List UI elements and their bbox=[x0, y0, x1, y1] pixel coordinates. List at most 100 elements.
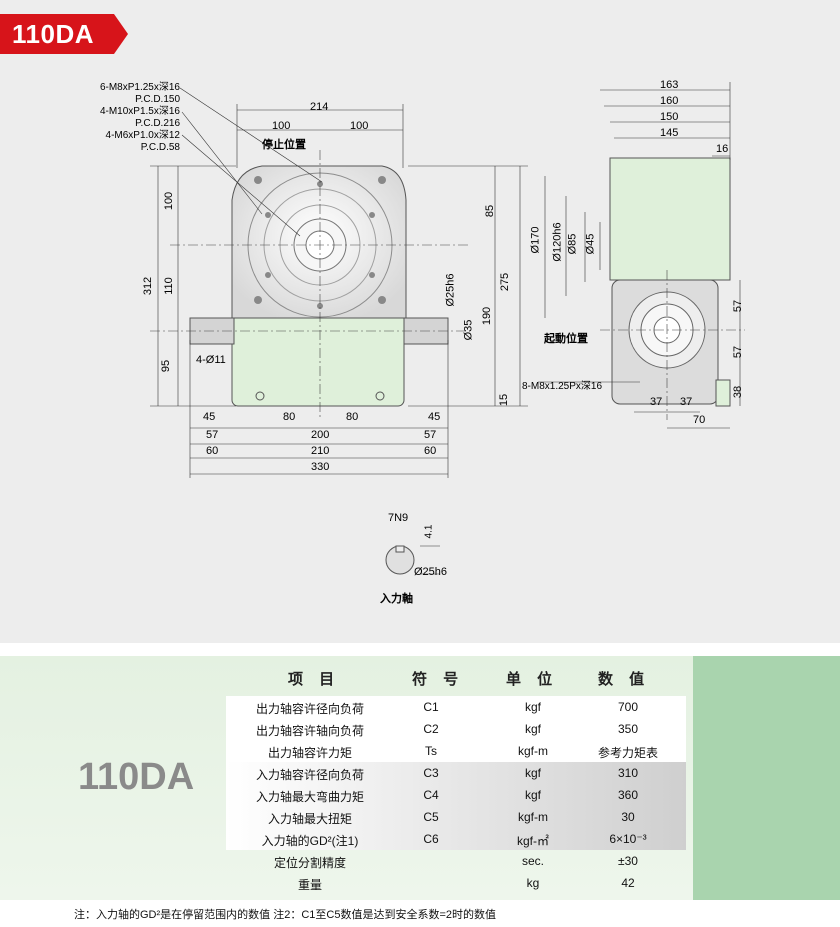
dim-v275: 275 bbox=[499, 272, 512, 292]
cell-unit: sec. bbox=[521, 854, 544, 868]
dim-d45: Ø45 bbox=[584, 233, 597, 255]
cell-symbol: C4 bbox=[423, 788, 439, 802]
cell-item: 定位分割精度 bbox=[273, 856, 346, 870]
callout-item: 6-M8xP1.25x深16 bbox=[99, 82, 180, 93]
table-row: 出力轴容许轴向负荷 C2 kgf 350 bbox=[226, 718, 686, 740]
callout-item: 4-M6xP1.0x深12 bbox=[105, 130, 180, 141]
cell-unit: kgf bbox=[524, 788, 541, 802]
callout-item: P.C.D.58 bbox=[140, 142, 180, 153]
dim-h45-left: 45 bbox=[203, 411, 216, 423]
cell-value: 30 bbox=[621, 810, 635, 824]
callout-list: 6-M8xP1.25x深16 P.C.D.150 4-M10xP1.5x深16 … bbox=[80, 82, 180, 154]
table-row: 出力轴容许径向负荷 C1 kgf 700 bbox=[226, 696, 686, 718]
cell-value: ±30 bbox=[618, 854, 638, 868]
table-row: 入力轴最大扭矩 C5 kgf-m 30 bbox=[226, 806, 686, 828]
dim-h37-right: 37 bbox=[680, 396, 693, 408]
dim-h70: 70 bbox=[693, 414, 706, 426]
hole-label: 4-Ø11 bbox=[196, 354, 226, 366]
dim-h60-left: 60 bbox=[206, 445, 219, 457]
dim-v312: 312 bbox=[142, 276, 155, 296]
cell-value: 42 bbox=[621, 876, 635, 890]
header-unit: 单 位 bbox=[506, 671, 559, 688]
dim-v95: 95 bbox=[160, 359, 173, 373]
callout-item: P.C.D.216 bbox=[135, 118, 180, 129]
dim-100-left: 100 bbox=[272, 120, 291, 132]
table-row: 入力轴最大弯曲力矩 C4 kgf 360 bbox=[226, 784, 686, 806]
dim-w163: 163 bbox=[660, 79, 679, 91]
dim-h330: 330 bbox=[311, 461, 330, 473]
dim-h57-left: 57 bbox=[206, 429, 219, 441]
technical-drawing bbox=[150, 82, 745, 575]
dim-h210: 210 bbox=[311, 445, 330, 457]
cell-item: 入力轴的GD²(注1) bbox=[261, 834, 359, 848]
drawing-area: 110DA bbox=[0, 0, 840, 643]
dim-w160: 160 bbox=[660, 95, 679, 107]
cell-value: 6×10⁻³ bbox=[609, 832, 647, 846]
dim-v190: 190 bbox=[481, 306, 494, 326]
callout-item: P.C.D.150 bbox=[135, 94, 180, 105]
dim-d25h6: Ø25h6 bbox=[444, 273, 457, 307]
spec-table-header: 项 目 符 号 单 位 数 值 bbox=[226, 656, 686, 696]
dim-d170: Ø170 bbox=[529, 226, 542, 254]
table-row: 定位分割精度 sec. ±30 bbox=[226, 850, 686, 872]
model-title-tag: 110DA bbox=[0, 14, 128, 54]
dim-v100: 100 bbox=[163, 191, 176, 211]
cell-value: 310 bbox=[617, 766, 639, 780]
cell-unit: kgf bbox=[524, 722, 541, 736]
cell-value: 350 bbox=[617, 722, 639, 736]
dim-214: 214 bbox=[310, 101, 329, 113]
spec-table: 项 目 符 号 单 位 数 值 出力轴容许径向负荷 C1 kgf 700 出力轴… bbox=[226, 656, 686, 900]
dim-h80-right: 80 bbox=[346, 411, 359, 423]
dim-d120h6: Ø120h6 bbox=[551, 222, 564, 262]
dim-100-right: 100 bbox=[350, 120, 369, 132]
cell-unit: kgf-m bbox=[518, 810, 548, 824]
cell-symbol: Ts bbox=[425, 744, 437, 758]
footnote: 注：入力轴的GD²是在停留范围内的数值 注2：C1至C5数值是达到安全系数=2时… bbox=[74, 909, 496, 921]
cell-unit: kgf-㎡ bbox=[516, 834, 549, 848]
cell-item: 入力轴最大扭矩 bbox=[267, 812, 352, 826]
dim-w16: 16 bbox=[716, 143, 729, 155]
cell-value: 360 bbox=[617, 788, 639, 802]
spec-right-panel bbox=[693, 656, 840, 900]
cell-value: 参考力矩表 bbox=[597, 746, 658, 760]
cell-unit: kgf bbox=[524, 766, 541, 780]
dim-h80-left: 80 bbox=[283, 411, 296, 423]
header-symbol: 符 号 bbox=[412, 671, 465, 688]
dim-h57-right: 57 bbox=[424, 429, 437, 441]
cell-item: 出力轴容许力矩 bbox=[267, 746, 352, 760]
model-title: 110DA bbox=[12, 19, 94, 49]
stop-position-label: 停止位置 bbox=[262, 139, 306, 151]
cell-symbol: C5 bbox=[423, 810, 439, 824]
dim-v85: 85 bbox=[484, 204, 497, 218]
shaft-diameter: Ø25h6 bbox=[414, 566, 448, 578]
thread-label: 8-M8x1.25Px深16 bbox=[522, 381, 603, 392]
cell-symbol: C3 bbox=[423, 766, 439, 780]
dim-v38: 38 bbox=[732, 385, 745, 399]
shaft-caption: 入力軸 bbox=[380, 593, 413, 605]
spec-model-label: 110DA bbox=[78, 756, 195, 798]
dim-v57-upper: 57 bbox=[732, 299, 745, 313]
cell-item: 入力轴容许径向负荷 bbox=[255, 768, 364, 782]
cell-unit: kgf-m bbox=[518, 744, 548, 758]
table-row: 重量 kg 42 bbox=[226, 872, 686, 894]
header-value: 数 值 bbox=[598, 671, 651, 688]
dim-v57-lower: 57 bbox=[732, 345, 745, 359]
cell-item: 重量 bbox=[297, 878, 322, 892]
dim-v110: 110 bbox=[162, 277, 175, 295]
cell-unit: kg bbox=[526, 876, 540, 890]
table-row: 入力轴容许径向负荷 C3 kgf 310 bbox=[226, 762, 686, 784]
spec-section: 110DA 项 目 符 号 单 位 数 值 出力轴容许径向负荷 C1 kgf 7… bbox=[0, 656, 840, 900]
cell-symbol: C6 bbox=[423, 832, 439, 846]
cell-item: 出力轴容许轴向负荷 bbox=[255, 724, 364, 738]
cell-unit: kgf bbox=[524, 700, 541, 714]
spec-left-panel: 110DA bbox=[0, 656, 220, 900]
cell-symbol: C1 bbox=[423, 700, 439, 714]
dim-h200: 200 bbox=[311, 429, 330, 441]
dim-h37-left: 37 bbox=[650, 396, 663, 408]
dim-h60-right: 60 bbox=[424, 445, 437, 457]
shaft-depth: 4.1 bbox=[423, 524, 435, 539]
cell-value: 700 bbox=[617, 700, 639, 714]
shaft-key: 7N9 bbox=[388, 512, 409, 524]
start-position-label: 起動位置 bbox=[544, 333, 588, 345]
cell-symbol: C2 bbox=[423, 722, 439, 736]
